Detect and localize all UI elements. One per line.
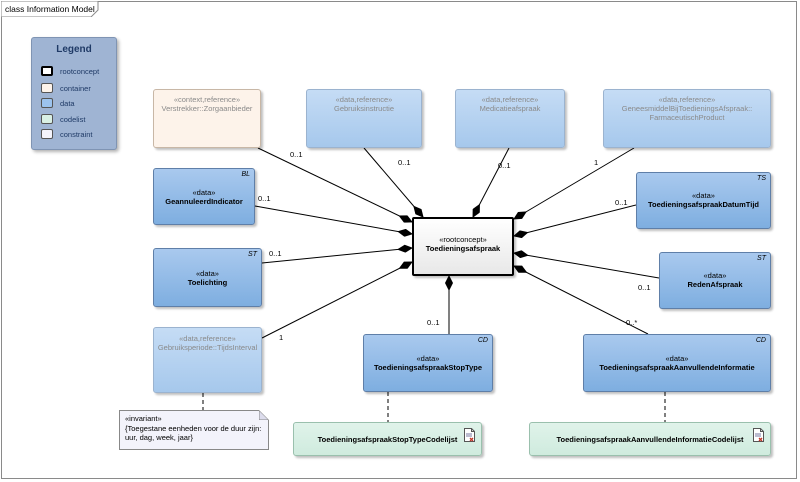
class-name-line1: GeneesmiddelBijToedieningsAfspraak:: — [621, 104, 753, 113]
stereotype: «data,reference» — [481, 95, 539, 104]
class-gebruiksperiode[interactable]: «data,reference» Gebruiksperiode::TijdsI… — [153, 327, 262, 393]
type-tag: ST — [757, 255, 766, 262]
legend-label: data — [60, 99, 75, 108]
legend-swatch — [41, 129, 53, 139]
legend-swatch — [41, 114, 53, 124]
stereotype: «data» — [196, 269, 219, 278]
class-name: Medicatieafspraak — [479, 104, 541, 113]
note-line1: {Toegestane eenheden voor de duur zijn: — [125, 423, 262, 433]
codelist-aanvullende-informatie[interactable]: ToedieningsafspraakAanvullendeInformatie… — [529, 422, 771, 456]
note-fold — [259, 410, 269, 420]
class-datumtijd[interactable]: TS «data» ToedieningsafspraakDatumTijd — [636, 172, 771, 229]
stereotype: «data» — [665, 354, 689, 363]
multiplicity-gebruiksperiode: 1 — [279, 333, 284, 342]
legend-item-constraint: constraint — [41, 129, 115, 141]
class-name: Verstrekker::Zorgaanbieder — [161, 104, 253, 113]
document-icon — [753, 428, 764, 442]
assoc-medicatieafspraak — [472, 147, 510, 218]
assoc-gebruiksinstructie — [363, 147, 424, 218]
assoc-aanvullend — [513, 265, 649, 335]
type-tag: CD — [477, 337, 488, 344]
class-name-line2: FarmaceutischProduct — [649, 113, 725, 122]
class-name: Toedieningsafspraak — [425, 244, 501, 253]
type-tag: CD — [755, 337, 766, 344]
legend-title: Legend — [56, 44, 92, 55]
multiplicity-gebruiksinstructie: 0..1 — [398, 158, 411, 167]
class-name: ToedieningsafspraakAanvullendeInformatie — [599, 363, 755, 372]
stereotype: «data,reference» — [335, 95, 393, 104]
legend-swatch — [41, 66, 53, 76]
assoc-geannuleerd — [254, 205, 413, 237]
stereotype: «data» — [692, 191, 715, 200]
multiplicity-medicatieafspraak: 0..1 — [498, 161, 511, 170]
type-tag: TS — [757, 175, 766, 182]
class-name: Toelichting — [187, 278, 228, 287]
stereotype: «data» — [192, 188, 216, 197]
type-tag: ST — [248, 251, 257, 258]
codelist-stoptype[interactable]: ToedieningsafspraakStopTypeCodelijst — [293, 422, 482, 456]
multiplicity-geneesmiddel: 1 — [594, 158, 599, 167]
assoc-gebruiksperiode — [261, 261, 413, 339]
class-name: GeannuleerdIndicator — [165, 197, 243, 206]
stereotype: «context,reference» — [173, 95, 241, 104]
legend-label: rootconcept — [60, 67, 100, 76]
stereotype: «rootconcept» — [439, 235, 487, 244]
constraint-note[interactable]: «invariant» {Toegestane eenheden voor de… — [119, 410, 269, 450]
legend-swatch — [41, 83, 53, 93]
legend-item-rootconcept: rootconcept — [41, 66, 115, 78]
type-tag: BL — [241, 171, 250, 178]
class-geneesmiddel[interactable]: «data,reference» GeneesmiddelBijToedieni… — [603, 89, 771, 148]
legend-item-codelist: codelist — [41, 114, 115, 126]
legend-label: codelist — [60, 115, 86, 124]
multiplicity-datumtijd: 0..1 — [615, 198, 628, 207]
class-toelichting[interactable]: ST «data» Toelichting — [153, 248, 262, 307]
legend-item-container: container — [41, 83, 115, 95]
multiplicity-verstrekker: 0..1 — [290, 150, 303, 159]
class-verstrekker[interactable]: «context,reference» Verstrekker::Zorgaan… — [153, 89, 261, 148]
frame-title: class Information Model — [5, 4, 95, 14]
stereotype: «data,reference» — [658, 95, 716, 104]
assoc-geneesmiddel — [513, 147, 635, 220]
class-name: Gebruiksperiode::TijdsInterval — [157, 343, 258, 352]
class-name: ToedieningsafspraakStopType — [373, 363, 483, 372]
legend: Legend rootconcept container data codeli… — [31, 37, 117, 150]
multiplicity-aanvullend: 0..* — [626, 318, 638, 327]
class-geannuleerd-indicator[interactable]: BL «data» GeannuleerdIndicator — [153, 168, 255, 225]
stereotype: «data» — [416, 354, 440, 363]
legend-label: container — [60, 84, 91, 93]
class-name: ToedieningsafspraakDatumTijd — [648, 200, 759, 209]
assoc-verstrekker — [257, 147, 413, 223]
document-icon — [464, 428, 475, 442]
class-reden-afspraak[interactable]: ST «data» RedenAfspraak — [659, 252, 771, 309]
note-stereotype: «invariant» — [125, 414, 162, 423]
multiplicity-geannuleerd: 0..1 — [258, 194, 271, 203]
assoc-reden — [513, 250, 660, 279]
class-gebruiksinstructie[interactable]: «data,reference» Gebruiksinstructie — [306, 89, 422, 148]
legend-swatch — [41, 98, 53, 108]
class-name: Gebruiksinstructie — [333, 104, 395, 113]
multiplicity-toelichting: 0..1 — [269, 249, 282, 258]
class-name: RedenAfspraak — [687, 280, 743, 289]
assoc-datumtijd — [513, 204, 637, 239]
class-root-toedieningsafspraak[interactable]: «rootconcept» Toedieningsafspraak — [412, 217, 514, 276]
stereotype: «data» — [703, 271, 727, 280]
frame-tab — [1, 1, 99, 17]
multiplicity-reden: 0..1 — [638, 283, 651, 292]
class-aanvullende-informatie[interactable]: CD «data» ToedieningsafspraakAanvullende… — [583, 334, 771, 392]
legend-item-data: data — [41, 98, 115, 110]
codelist-name: ToedieningsafspraakStopTypeCodelijst — [317, 435, 458, 444]
legend-label: constraint — [60, 130, 93, 139]
class-stoptype[interactable]: CD «data» ToedieningsafspraakStopType — [363, 334, 493, 392]
codelist-name: ToedieningsafspraakAanvullendeInformatie… — [556, 435, 744, 444]
multiplicity-stoptype: 0..1 — [427, 318, 440, 327]
note-line2: uur, dag, week, jaar} — [125, 433, 193, 442]
assoc-toelichting — [261, 244, 413, 264]
stereotype: «data,reference» — [179, 334, 236, 343]
class-medicatieafspraak[interactable]: «data,reference» Medicatieafspraak — [455, 89, 565, 148]
